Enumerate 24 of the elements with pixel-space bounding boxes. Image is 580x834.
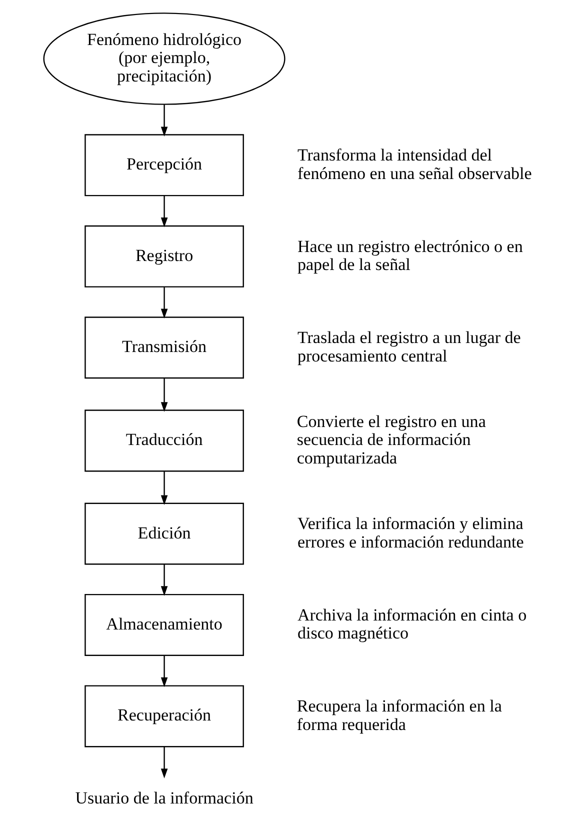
node-label: Recupera la información en la forma requerida (296, 696, 502, 734)
node-text: Usuario de la información (74, 788, 253, 808)
arrow (160, 564, 168, 596)
node-box: Almacenamiento (84, 594, 244, 656)
node-label: Archiva la información en cinta o disco magnético (296, 605, 526, 643)
node-box: Registro (84, 225, 244, 288)
node-label: Convierte el registro en una secuencia de información computarizada (296, 412, 486, 468)
arrow (160, 104, 168, 136)
arrow (160, 472, 168, 505)
arrow (160, 196, 168, 228)
node-label: Traslada el registro a un lugar de procesamiento central (296, 328, 520, 366)
node-box: Traducción (84, 410, 244, 472)
arrow (160, 287, 168, 318)
node-ellipse: Fenómeno hidrológico (por ejemplo, precipitación) (42, 12, 285, 105)
node-box: Edición (84, 502, 244, 565)
node-box: Percepción (84, 134, 244, 196)
node-label: Verifica la información y elimina errores e información redundante (296, 514, 524, 552)
arrow (160, 378, 168, 412)
arrow (160, 656, 168, 688)
node-label: Transforma la intensidad del fenómeno en una señal observable (296, 146, 532, 183)
node-label: Hace un registro electrónico o en papel de la señal (296, 236, 522, 274)
arrow (160, 746, 168, 778)
node-box: Transmisión (84, 316, 244, 379)
node-box: Recuperación (84, 685, 244, 748)
